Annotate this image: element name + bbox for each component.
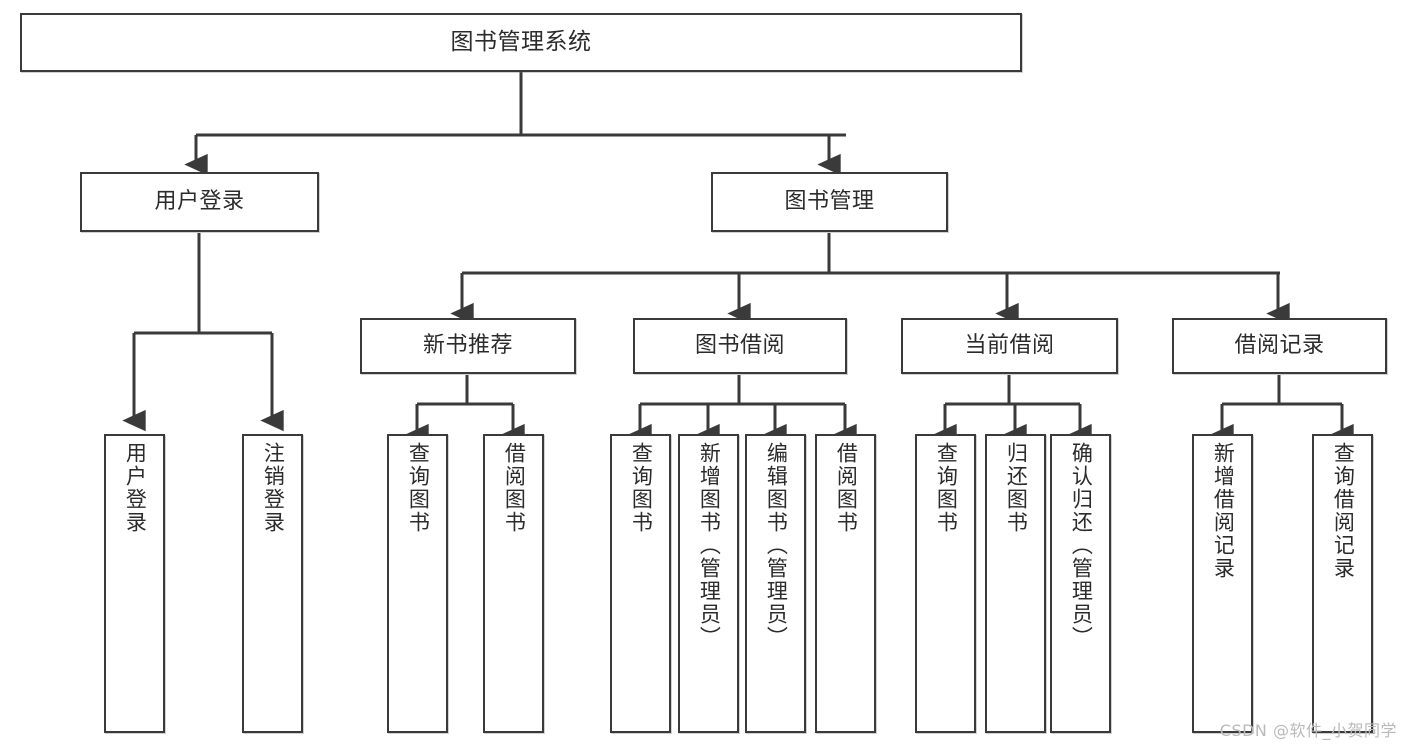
node-label: 新书推荐 [422,333,513,359]
leaf-borrow-book-recommend[interactable]: 借阅图书 [483,434,544,733]
node-label: 编辑图书（管理员） [764,442,789,649]
node-root-system[interactable]: 图书管理系统 [20,13,1022,72]
node-label: 用户登录 [154,189,245,215]
node-label: 图书借阅 [694,333,785,359]
node-label: 图书管理 [784,189,875,215]
node-label: 借阅图书 [502,442,527,534]
node-current-borrow[interactable]: 当前借阅 [901,318,1118,374]
node-borrow-record[interactable]: 借阅记录 [1172,318,1387,374]
watermark-text: CSDN @软件_小贺同学 [1219,721,1397,740]
leaf-query-book-recommend[interactable]: 查询图书 [387,434,448,733]
node-label: 查询借阅记录 [1331,442,1356,580]
node-label: 当前借阅 [964,333,1055,359]
leaf-add-borrow-record[interactable]: 新增借阅记录 [1192,434,1253,733]
node-label: 查询图书 [406,442,431,534]
leaf-confirm-return-admin[interactable]: 确认归还（管理员） [1050,434,1111,733]
leaf-return-book[interactable]: 归还图书 [985,434,1046,733]
leaf-add-book-admin[interactable]: 新增图书（管理员） [678,434,739,733]
node-new-book-recommend[interactable]: 新书推荐 [360,318,576,374]
node-label: 新增图书（管理员） [697,442,722,649]
node-label: 新增借阅记录 [1211,442,1236,580]
leaf-user-login[interactable]: 用户登录 [104,434,165,733]
node-label: 图书管理系统 [450,28,592,55]
node-book-manage[interactable]: 图书管理 [711,172,948,232]
node-label: 借阅记录 [1234,333,1325,359]
node-label: 确认归还（管理员） [1069,442,1094,649]
node-label: 注销登录 [261,442,286,534]
leaf-query-book-current[interactable]: 查询图书 [915,434,976,733]
node-book-borrow[interactable]: 图书借阅 [633,318,847,374]
node-label: 借阅图书 [834,442,859,534]
leaf-edit-book-admin[interactable]: 编辑图书（管理员） [745,434,806,733]
node-label: 查询图书 [629,442,654,534]
node-user-login[interactable]: 用户登录 [80,172,319,232]
leaf-query-borrow-record[interactable]: 查询借阅记录 [1312,434,1373,733]
leaf-query-book-borrow[interactable]: 查询图书 [610,434,671,733]
node-label: 查询图书 [934,442,959,534]
node-label: 归还图书 [1004,442,1029,534]
leaf-borrow-book[interactable]: 借阅图书 [815,434,876,733]
node-label: 用户登录 [123,442,148,534]
leaf-logout-login[interactable]: 注销登录 [242,434,303,733]
